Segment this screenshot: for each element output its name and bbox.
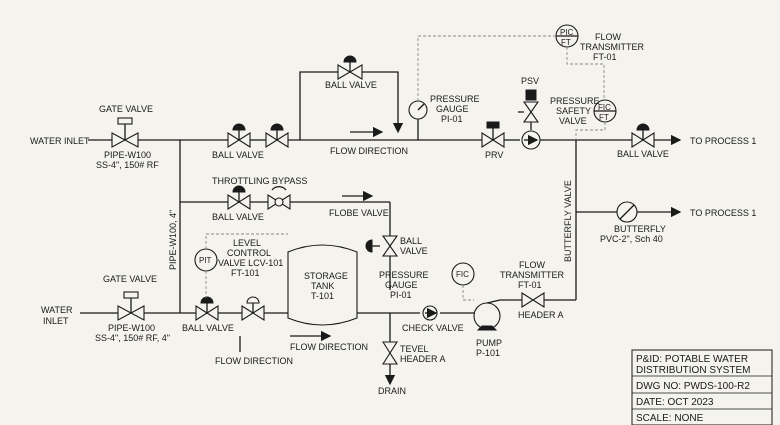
label-pressure-gauge-low-2: GAUGE: [385, 280, 418, 290]
label-level-control-3: VALVE LCV-101: [218, 258, 283, 268]
label-tevel-1: TEVEL: [400, 344, 429, 354]
label-flow-direction-low: FLOW DIRECTION: [215, 356, 293, 366]
label-pressure-safety-2: SAFETY: [556, 106, 591, 116]
label-to-process-1b: TO PROCESS 1: [690, 208, 756, 218]
throttling-bypass: [180, 190, 391, 290]
label-storage-tank-3: T-101: [311, 291, 334, 301]
title-block-line2: DISTRIBUTION SYSTEM: [636, 365, 750, 376]
label-header-a-right: HEADER A: [518, 310, 564, 320]
lower-pipe: [80, 299, 576, 386]
label-pressure-gauge-low-3: PI-01: [390, 290, 412, 300]
label-pressure-safety-3: VALVE: [559, 116, 587, 126]
label-level-control-1: LEVEL: [233, 238, 261, 248]
pressure-gauge-top: [408, 100, 428, 140]
label-pressure-gauge-low-1: PRESSURE: [379, 270, 429, 280]
label-level-control-2: CONTROL: [227, 248, 271, 258]
label-level-control-4: FT-101: [231, 268, 260, 278]
psv-valve[interactable]: [518, 89, 540, 130]
main-pipe-top: [88, 71, 682, 146]
label-gate-valve-2: GATE VALVE: [103, 274, 157, 284]
ball-valve-a2[interactable]: [265, 123, 289, 149]
level-control-valve[interactable]: [241, 296, 265, 322]
check-valve-top[interactable]: [521, 130, 541, 150]
label-fic-low: FIC: [456, 270, 469, 279]
label-pit: PIT: [199, 256, 212, 265]
label-flobe-valve: FLOBE VALVE: [329, 208, 389, 218]
label-flow-transmitter-top-3: FT-01: [593, 52, 617, 62]
label-ball-valve-low: BALL VALVE: [182, 323, 234, 333]
label-flow-transmitter-top-2: TRANSMITTER: [580, 42, 644, 52]
ball-valve-right[interactable]: [631, 123, 655, 149]
label-pressure-gauge-top-2: GAUGE: [436, 104, 469, 114]
label-pressure-safety-1: PRESSURE: [550, 96, 600, 106]
label-ball-valve-a: BALL VALVE: [212, 150, 264, 160]
globe-valve-bypass[interactable]: [267, 186, 291, 211]
pump-p101[interactable]: [473, 299, 501, 331]
label-water-inlet-2a: WATER: [41, 305, 73, 315]
ball-valve-vertical[interactable]: [365, 235, 399, 257]
label-ball-valve-right: BALL VALVE: [617, 149, 669, 159]
label-flow-direction-top: FLOW DIRECTION: [330, 146, 408, 156]
label-storage-tank-2: TANK: [311, 281, 334, 291]
label-flow-transmitter-low-3: FT-01: [518, 280, 542, 290]
label-pump-1: PUMP: [476, 338, 502, 348]
ball-valve-top[interactable]: [337, 55, 363, 80]
ball-valve-bypass[interactable]: [227, 185, 251, 211]
ball-valve-a1[interactable]: [227, 123, 251, 149]
label-ft-top: FT: [561, 38, 571, 47]
title-block-scale: SCALE: NONE: [636, 413, 704, 424]
label-throttling-bypass: THROTTLING BYPASS: [212, 176, 307, 186]
title-block: P&ID: POTABLE WATER DISTRIBUTION SYSTEM …: [631, 349, 773, 425]
label-ball-valve-top: BALL VALVE: [325, 80, 377, 90]
label-flow-transmitter-top-1: FLOW: [595, 32, 622, 42]
label-pipe-spec-b: SS-4", 150# RF, 4": [95, 333, 170, 343]
check-valve-low[interactable]: [422, 305, 438, 321]
label-to-process-1a: TO PROCESS 1: [690, 136, 756, 146]
label-pipe-w100-a: PIPE-W100: [104, 150, 151, 160]
label-butterfly-valve-vertical: BUTTERFLY VALVE: [563, 180, 573, 262]
label-psv: PSV: [521, 76, 539, 86]
label-pump-2: P-101: [476, 348, 500, 358]
label-ball-v1: BALL: [400, 236, 422, 246]
label-drain: DRAIN: [378, 386, 406, 396]
label-prv: PRV: [485, 150, 503, 160]
label-pic: PIC: [560, 28, 574, 37]
title-block-date: DATE: OCT 2023: [636, 397, 714, 408]
storage-tank: [287, 244, 358, 326]
label-tevel-2: HEADER A: [400, 354, 446, 364]
label-gate-valve-1: GATE VALVE: [99, 104, 153, 114]
label-water-inlet-2b: INLET: [43, 316, 69, 326]
label-flow-transmitter-low-1: FLOW: [519, 260, 546, 270]
label-flow-direction-mid: FLOW DIRECTION: [290, 342, 368, 352]
label-pipe-spec-a: SS-4", 150# RF: [96, 160, 159, 170]
ball-valve-header-a[interactable]: [521, 291, 545, 309]
label-pipe-w100-vertical: PIPE-W100, 4": [168, 210, 178, 270]
labels: WATER INLET GATE VALVE PIPE-W100 SS-4", …: [30, 28, 756, 396]
ball-valve-low-1[interactable]: [195, 296, 219, 322]
label-butterfly: BUTTERFLY: [614, 224, 666, 234]
label-butterfly-spec: PVC-2", Sch 40: [600, 234, 663, 244]
tevel-valve[interactable]: [381, 341, 399, 365]
prv-valve[interactable]: [481, 121, 505, 149]
gate-valve-1[interactable]: [111, 117, 139, 148]
title-block-dwg: DWG NO: PWDS-100-R2: [636, 381, 750, 392]
label-ball-valve-bypass: BALL VALVE: [212, 212, 264, 222]
label-ball-v2: VALVE: [400, 246, 428, 256]
label-flow-transmitter-low-2: TRANSMITTER: [500, 270, 564, 280]
label-water-inlet-1: WATER INLET: [30, 136, 90, 146]
label-pressure-gauge-top-3: PI-01: [441, 114, 463, 124]
butterfly-branch: [575, 140, 682, 300]
label-storage-tank-1: STORAGE: [304, 271, 348, 281]
label-pressure-gauge-top-1: PRESSURE: [430, 94, 480, 104]
title-block-line1: P&ID: POTABLE WATER: [636, 354, 748, 365]
label-ft-right: FT: [599, 113, 609, 122]
label-fic: FIC: [598, 103, 611, 112]
label-check-valve: CHECK VALVE: [402, 323, 464, 333]
gate-valve-2[interactable]: [117, 291, 145, 321]
label-pipe-w100-b: PIPE-W100: [108, 323, 155, 333]
